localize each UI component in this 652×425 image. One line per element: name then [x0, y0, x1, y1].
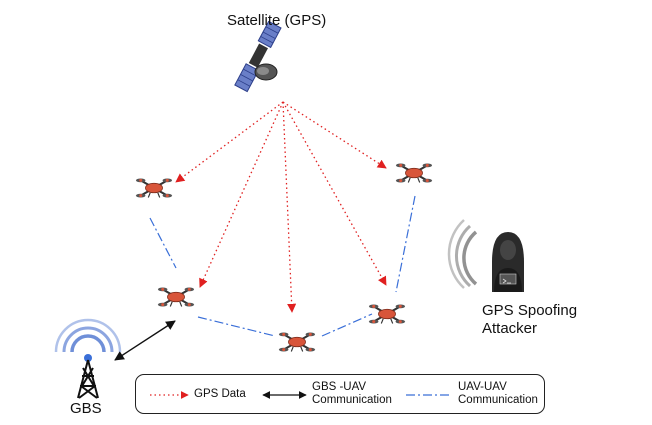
hacker-icon: [447, 219, 524, 292]
legend-gbs-uav-line1: GBS -UAV: [312, 381, 367, 393]
drone-icon: [156, 286, 196, 308]
gps-data-links: [175, 101, 387, 313]
satellite-label: Satellite (GPS): [227, 12, 327, 29]
drone-icon: [134, 177, 174, 199]
attacker-label-line2: Attacker: [482, 320, 538, 337]
drone-icon: [367, 303, 407, 325]
attacker-label-line1: GPS Spoofing: [482, 302, 578, 319]
legend-gbs-uav-line2: Communication: [312, 394, 392, 406]
signal-wave-icon: [447, 219, 478, 289]
attacker-label: GPS Spoofing Attacker: [482, 302, 592, 338]
legend-symbols: [150, 391, 452, 399]
gbs-uav-link: [114, 320, 176, 361]
legend-uav-uav-line1: UAV-UAV: [458, 381, 507, 393]
legend: GPS Data GBS -UAV Communication UAV-UAV …: [135, 374, 545, 414]
drone-icon: [277, 331, 317, 353]
legend-gps-label: GPS Data: [194, 388, 246, 400]
satellite-icon: [234, 20, 282, 93]
legend-gbs-uav-label: GBS -UAV Communication: [312, 381, 392, 407]
drone-icon: [394, 162, 434, 184]
tower-icon: [54, 318, 122, 399]
legend-uav-uav-label: UAV-UAV Communication: [458, 381, 538, 407]
legend-uav-uav-line2: Communication: [458, 394, 538, 406]
uav-uav-links: [149, 195, 416, 337]
signal-wave-icon: [54, 318, 122, 353]
gbs-label: GBS: [70, 400, 102, 417]
